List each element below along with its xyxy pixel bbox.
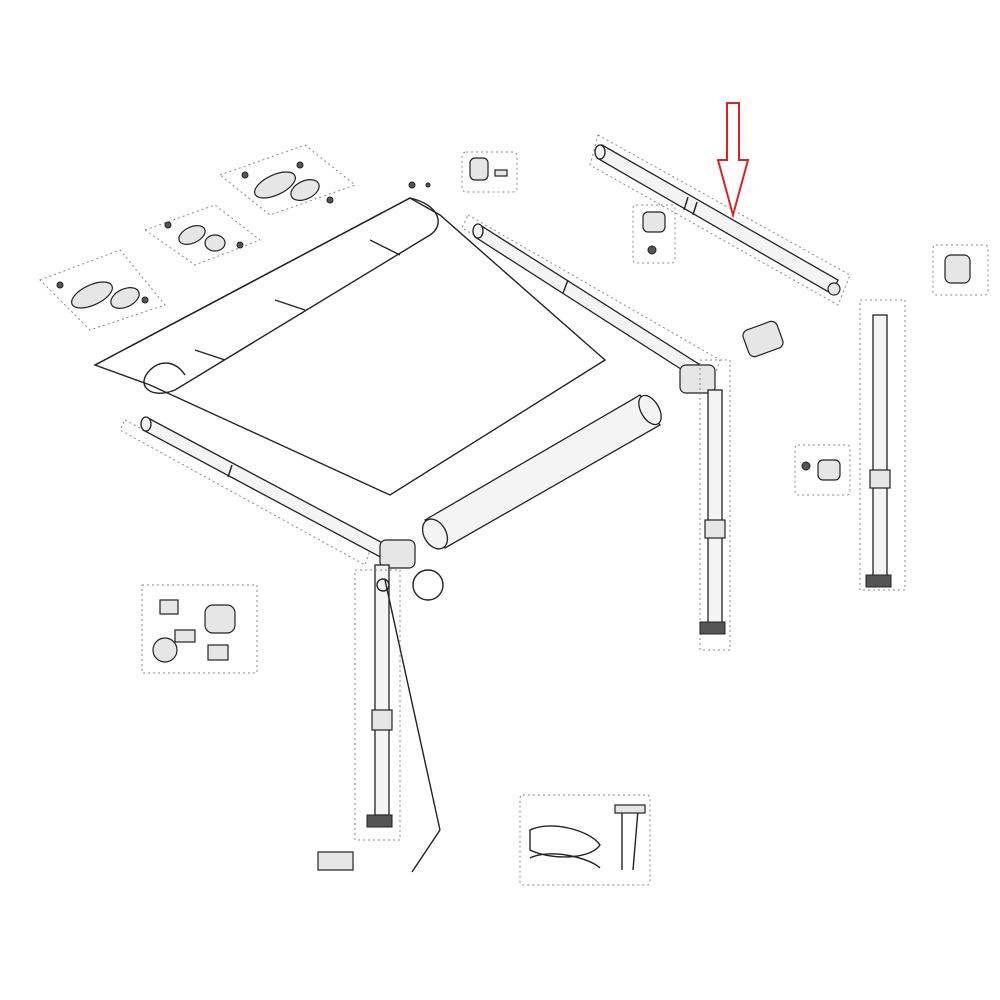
middle-arm-bar[interactable] — [461, 214, 721, 381]
rafter-arm[interactable] — [376, 569, 444, 873]
awning-fabric[interactable] — [93, 197, 607, 496]
right-leg[interactable] — [859, 299, 906, 591]
end-cap-parts[interactable] — [408, 151, 518, 193]
foot-plate[interactable] — [317, 851, 354, 871]
hardware-kit-2[interactable] — [143, 204, 262, 266]
middle-leg[interactable] — [699, 389, 726, 635]
middle-joint[interactable] — [679, 359, 731, 651]
ground-stake-kit[interactable] — [519, 794, 651, 886]
down-arrow-icon — [716, 102, 750, 219]
cap-kit-top-right[interactable] — [632, 204, 676, 264]
roller-tube[interactable] — [417, 392, 665, 554]
leg-clamp-kit[interactable] — [794, 444, 851, 496]
bracket-far-right[interactable] — [932, 244, 989, 296]
left-arm-bar[interactable] — [119, 416, 393, 566]
loose-end-cap[interactable] — [741, 320, 784, 359]
bracket-hardware-kit[interactable] — [141, 584, 258, 674]
top-right-arm-bar[interactable] — [589, 134, 851, 306]
hardware-kit-1[interactable] — [218, 144, 357, 216]
left-leg[interactable] — [354, 564, 401, 841]
left-joint[interactable] — [379, 539, 416, 569]
hardware-kit-3[interactable] — [39, 249, 166, 331]
